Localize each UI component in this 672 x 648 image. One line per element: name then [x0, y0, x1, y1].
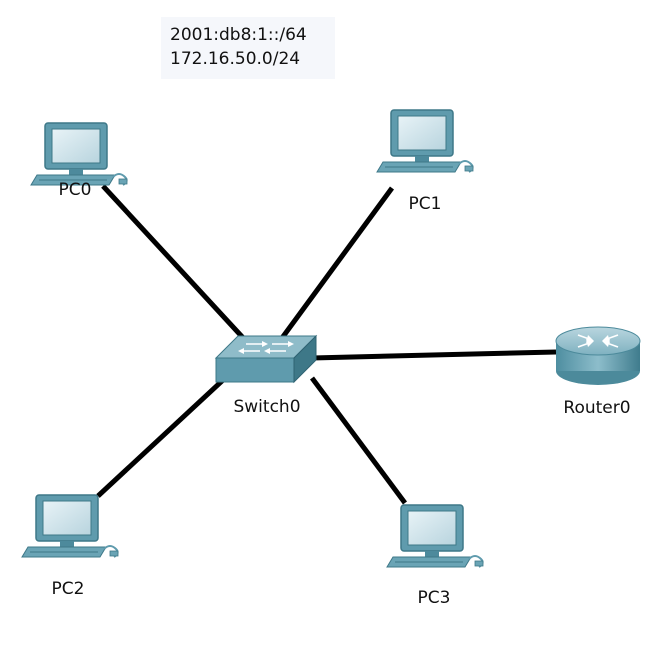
note-line-ipv4: 172.16.50.0/24 — [170, 49, 301, 69]
pc0-pc-icon[interactable] — [30, 122, 128, 186]
link-router0-switch0[interactable] — [311, 349, 557, 361]
link-pc1-switch0[interactable] — [279, 186, 395, 340]
pc1-label: PC1 — [408, 194, 442, 214]
link-pc2-switch0[interactable] — [96, 366, 238, 498]
pc0-label: PC0 — [58, 180, 92, 200]
pc2-label: PC2 — [51, 579, 85, 599]
note-line-ipv6: 2001:db8:1::/64 — [170, 25, 307, 45]
devices-layer — [21, 109, 641, 568]
switch0-switch-icon[interactable] — [214, 334, 318, 384]
links-layer — [96, 184, 557, 505]
pc1-pc-icon[interactable] — [376, 109, 474, 173]
pc3-label: PC3 — [417, 588, 451, 608]
router0-router-icon[interactable] — [555, 326, 641, 385]
link-pc3-switch0[interactable] — [309, 376, 408, 505]
pc2-pc-icon[interactable] — [21, 494, 119, 558]
router0-label: Router0 — [563, 398, 631, 418]
link-pc0-switch0[interactable] — [101, 184, 248, 343]
pc3-pc-icon[interactable] — [386, 504, 484, 568]
switch0-label: Switch0 — [233, 397, 301, 417]
network-note[interactable]: 2001:db8:1::/64 172.16.50.0/24 — [161, 17, 335, 79]
